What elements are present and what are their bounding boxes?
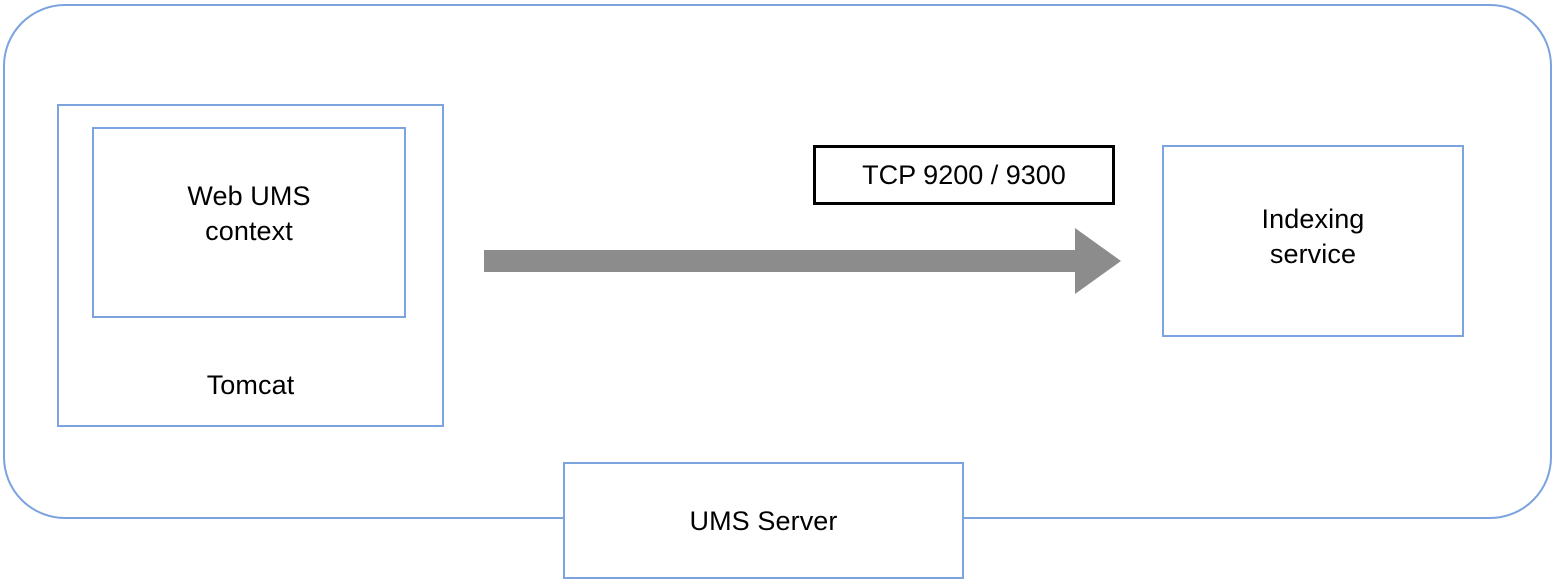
node-tomcat-label: Tomcat bbox=[206, 370, 295, 400]
node-ums-server[interactable]: UMS Server bbox=[563, 462, 964, 579]
node-indexing-service[interactable]: Indexing service bbox=[1162, 145, 1464, 337]
right-arrow-icon bbox=[484, 228, 1121, 294]
node-ums-server-label: UMS Server bbox=[689, 506, 838, 536]
connection-label-tcp-ports[interactable]: TCP 9200 / 9300 bbox=[813, 145, 1115, 205]
connection-label-tcp-ports-text: TCP 9200 / 9300 bbox=[862, 160, 1066, 190]
right-arrow-shape bbox=[484, 228, 1121, 294]
node-web-ums-context-label: Web UMS context bbox=[187, 181, 311, 246]
node-web-ums-context[interactable]: Web UMS context bbox=[92, 127, 406, 318]
node-indexing-service-label: Indexing service bbox=[1261, 204, 1365, 269]
